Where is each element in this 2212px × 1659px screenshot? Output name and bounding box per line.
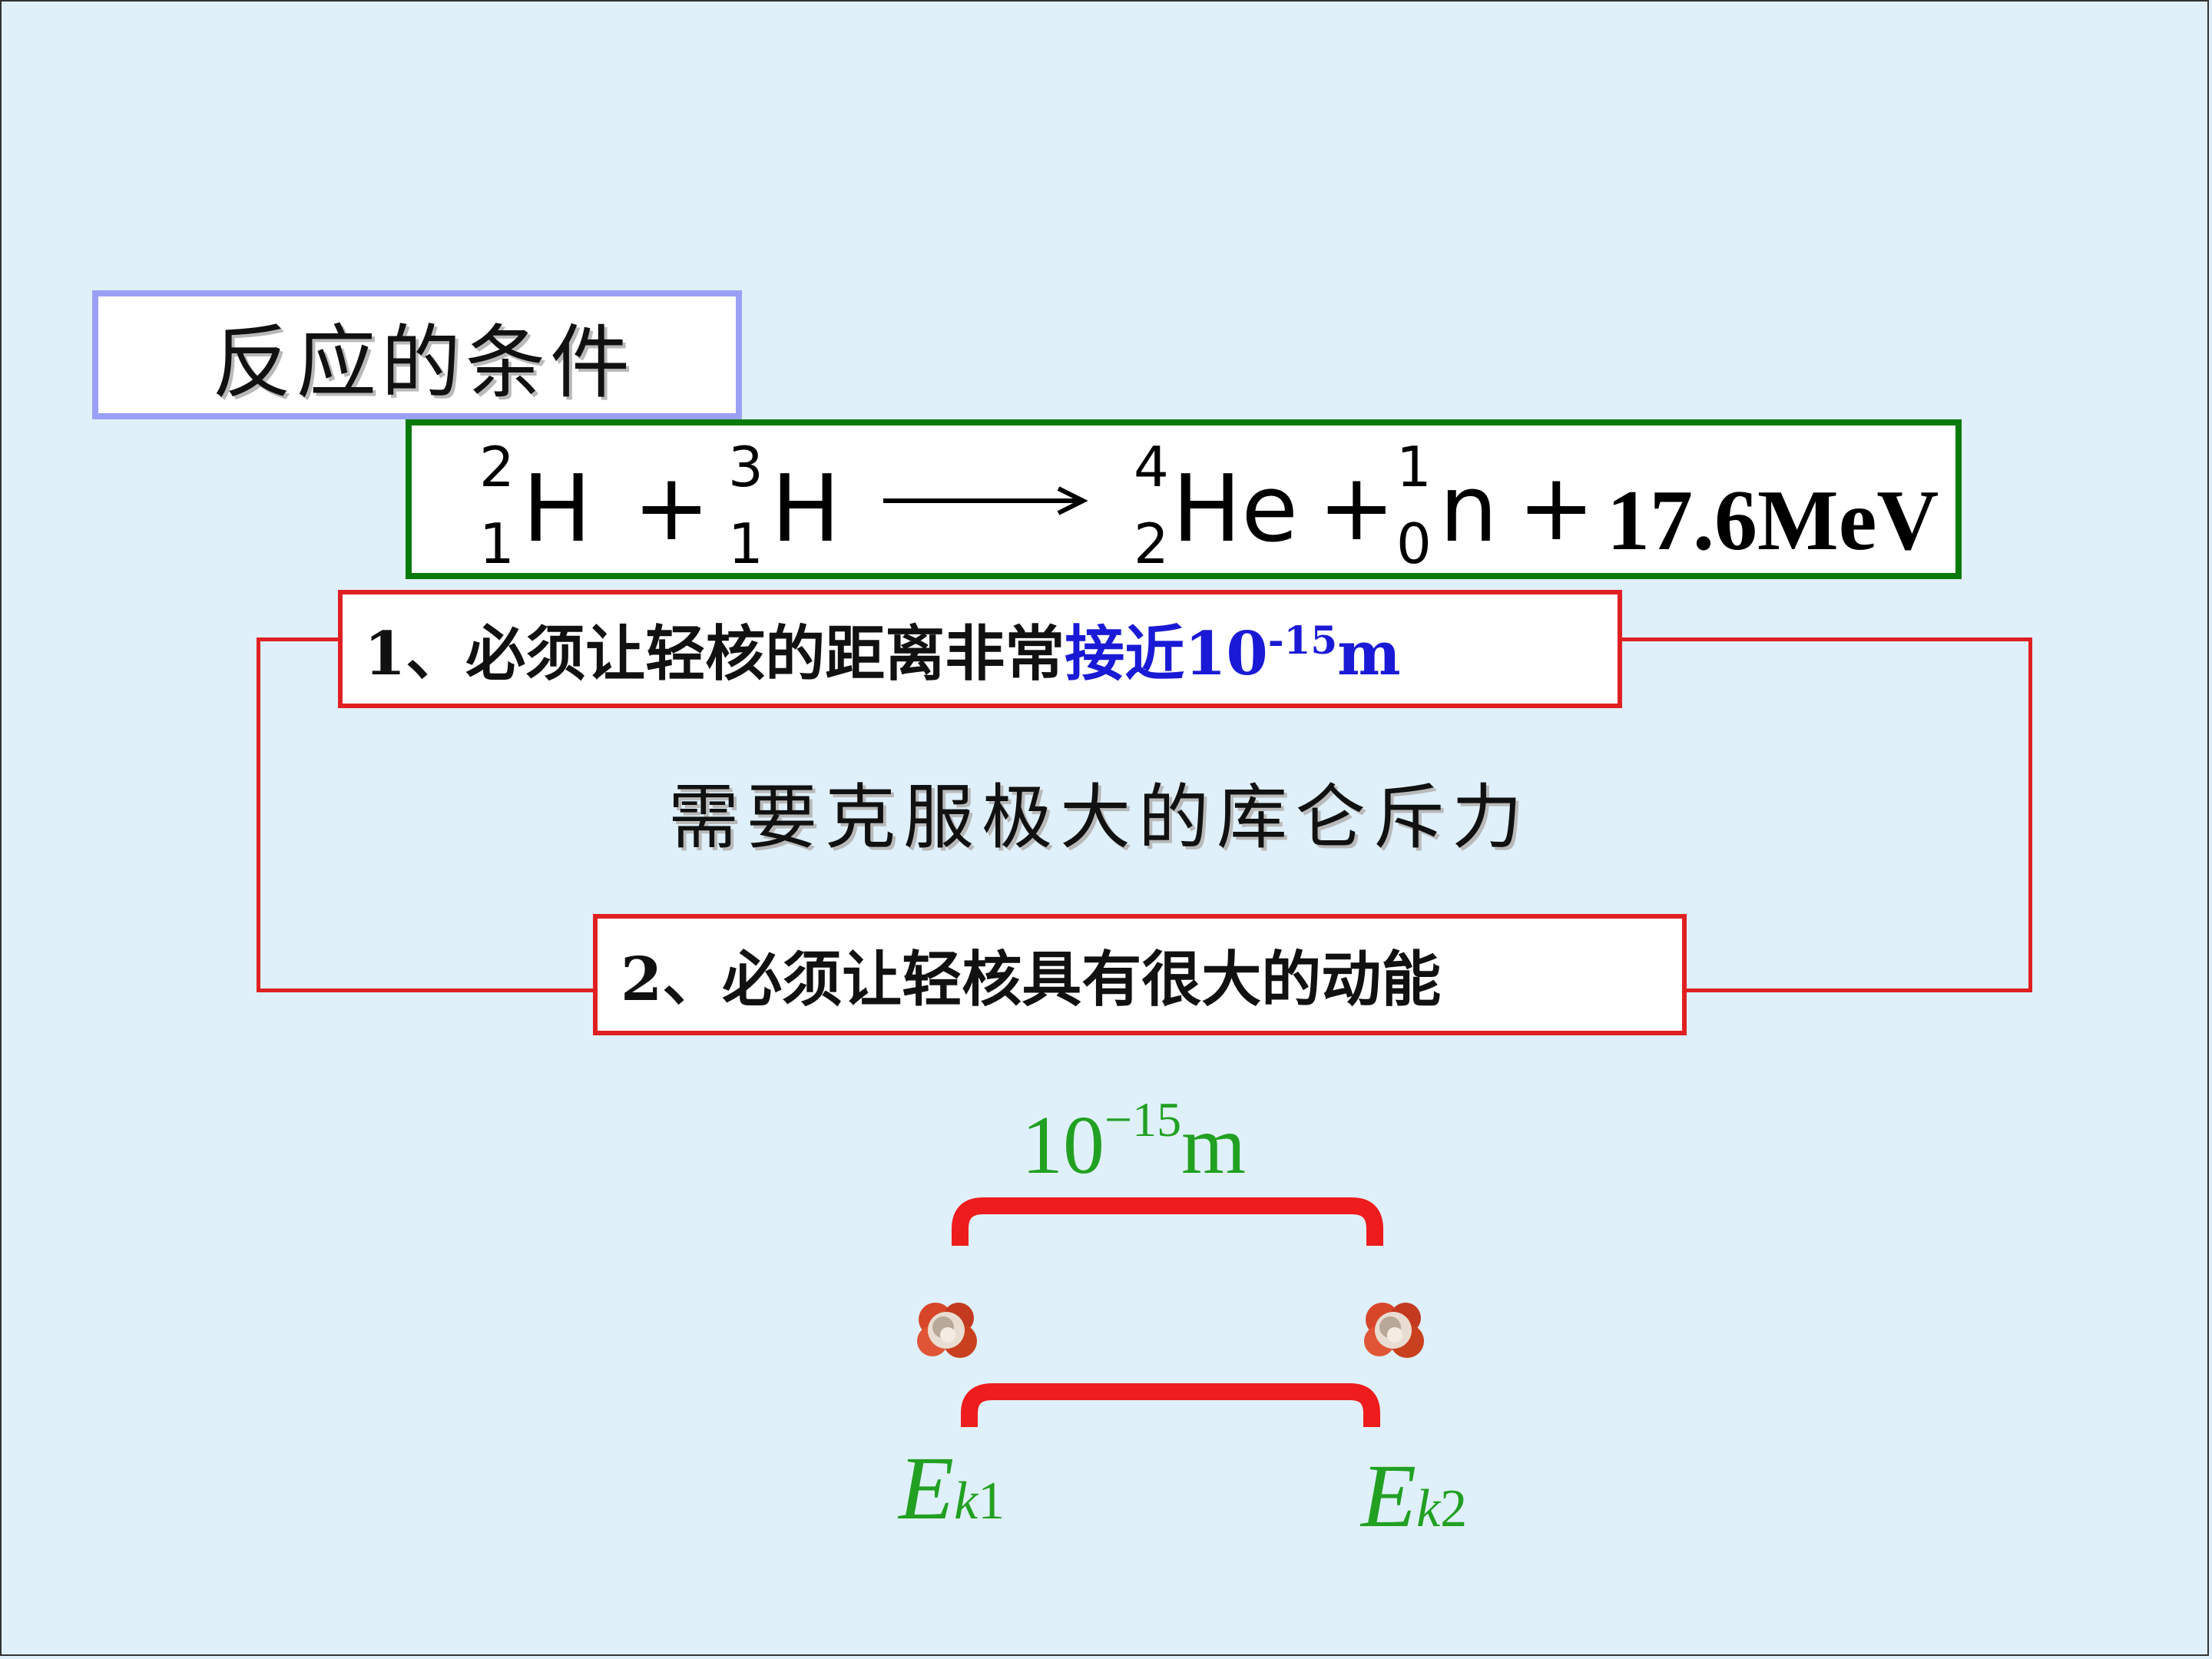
product1-atomic: 2 [1134, 512, 1169, 576]
reactant2-atomic: 1 [728, 512, 763, 576]
ek2-symbol: E [1361, 1445, 1417, 1546]
condition-1-highlight-text: 接近10 [1065, 619, 1268, 689]
kinetic-energy-1-label: Ek1 [899, 1436, 1005, 1541]
condition-1-prefix: 1、必须让轻核的距离非常 [364, 619, 1065, 689]
plus-sign: + [1518, 455, 1595, 561]
reactant1-symbol: H [522, 456, 592, 563]
energy-release: 17.6MeV [1607, 473, 1939, 568]
product2-mass: 1 [1396, 435, 1432, 499]
ek1-index: 1 [978, 1472, 1005, 1531]
plus-sign: + [633, 455, 710, 561]
coulomb-force-text: 需要克服极大的库仑斥力 [668, 777, 1531, 859]
distance-exponent: −15 [1104, 1092, 1182, 1147]
reactant2-symbol: H [771, 456, 841, 563]
energy-bracket-icon [961, 1383, 1380, 1427]
distance-unit: m [1181, 1100, 1247, 1191]
reaction-arrow-icon [883, 486, 1088, 515]
reactant-deuterium: 2 1 H [479, 426, 602, 573]
condition-1-exponent: -15 [1267, 618, 1338, 663]
plus-sign: + [1318, 455, 1396, 561]
distance-bracket-icon [952, 1197, 1383, 1246]
product-neutron: 1 0 n [1396, 426, 1519, 573]
nuclei-diagram [917, 1197, 1424, 1427]
product2-atomic: 0 [1396, 512, 1432, 576]
reactant-tritium: 3 1 H [728, 426, 851, 573]
slide-title: 反应的条件 [212, 315, 635, 409]
condition-1-text: 1、必须让轻核的距离非常接近10-15m [364, 606, 1401, 692]
distance-base: 10 [1022, 1100, 1104, 1191]
condition-2-text: 2、必须让轻核具有很大的动能 [621, 945, 1442, 1015]
reactant2-mass: 3 [728, 435, 763, 499]
condition-1-unit: m [1337, 619, 1401, 689]
ek2-index: 2 [1440, 1479, 1468, 1538]
product2-symbol: n [1439, 456, 1498, 563]
condition-2-box: 2、必须让轻核具有很大的动能 [593, 914, 1687, 1035]
equation-box: 2 1 H + 3 1 H 4 2 He + 1 0 n + 17.6MeV [406, 419, 1962, 579]
distance-label: 10−15m [1022, 1092, 1247, 1194]
product-helium: 4 2 He [1134, 426, 1333, 573]
condition-1-box: 1、必须让轻核的距离非常接近10-15m [338, 590, 1622, 708]
ek1-k: k [954, 1472, 979, 1531]
nucleus-right-icon [1364, 1303, 1424, 1358]
product1-symbol: He [1172, 456, 1299, 563]
nucleus-left-icon [917, 1303, 977, 1358]
ek1-symbol: E [899, 1438, 955, 1538]
reactant1-atomic: 1 [479, 512, 515, 576]
ek2-k: k [1416, 1479, 1441, 1538]
kinetic-energy-2-label: Ek2 [1361, 1444, 1467, 1548]
title-box: 反应的条件 [92, 290, 742, 419]
reactant1-mass: 2 [479, 435, 515, 499]
condition-1-highlight: 接近10-15m [1065, 618, 1401, 689]
product1-mass: 4 [1134, 435, 1169, 499]
